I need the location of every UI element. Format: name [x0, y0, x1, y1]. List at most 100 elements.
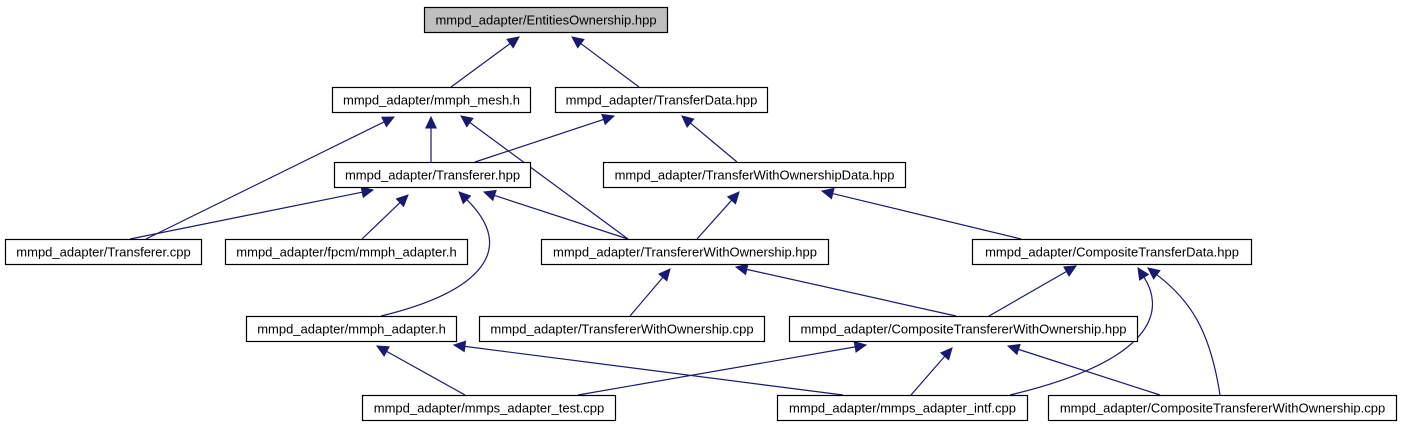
edge-line	[361, 202, 401, 240]
node-mmps-adapter-intf[interactable]: mmpd_adapter/mmps_adapter_intf.cpp	[776, 394, 1029, 422]
edge-line	[1009, 276, 1154, 396]
node-label: mmpd_adapter/mmps_adapter_intf.cpp	[789, 401, 1016, 416]
edge-arrowhead	[360, 186, 375, 199]
edge-arrowhead	[375, 345, 390, 357]
node-label: mmpd_adapter/mmph_adapter.h	[257, 322, 446, 337]
edge-mmph_mesh-to-entities_ownership	[450, 36, 520, 88]
edge-composite_transferer_with_ownership_hpp-to-composite_transfer_data	[988, 265, 1078, 317]
node-box[interactable]	[361, 394, 617, 422]
node-box[interactable]	[224, 238, 469, 266]
edge-mmps_adapter_intf-to-composite_transfer_data	[1009, 267, 1154, 396]
node-mmph-adapter[interactable]: mmpd_adapter/mmph_adapter.h	[245, 315, 458, 343]
edge-line	[629, 276, 664, 317]
edge-line	[145, 121, 385, 240]
edge-line	[474, 118, 604, 163]
edge-mmps_adapter_intf-to-mmph_adapter	[452, 340, 844, 396]
edge-mmph_adapter-to-transferer_hpp	[380, 191, 491, 317]
edge-fpcm_mmph_adapter-to-transferer_hpp	[361, 194, 409, 240]
node-label: mmpd_adapter/Transferer.hpp	[345, 168, 520, 183]
node-box[interactable]	[554, 86, 769, 114]
edge-line	[910, 355, 946, 396]
node-label: mmpd_adapter/Transferer.cpp	[16, 245, 190, 260]
node-transferer-with-ownership-hpp[interactable]: mmpd_adapter/TransfererWithOwnership.hpp	[540, 238, 830, 266]
node-composite-transferer-with-ownership-hpp[interactable]: mmpd_adapter/CompositeTransfererWithOwne…	[788, 315, 1139, 343]
node-label: mmpd_adapter/CompositeTransferData.hpp	[985, 245, 1239, 260]
edge-arrowhead	[939, 347, 953, 361]
node-box[interactable]	[602, 161, 907, 189]
node-composite-transferer-with-ownership-cpp[interactable]: mmpd_adapter/CompositeTransfererWithOwne…	[1047, 394, 1398, 422]
edge-transferer_with_ownership_hpp-to-mmph_mesh	[460, 115, 629, 240]
edge-arrowhead	[1006, 343, 1021, 356]
edge-arrowhead	[1063, 265, 1078, 277]
edge-arrowhead	[1147, 267, 1161, 280]
node-label: mmpd_adapter/CompositeTransfererWithOwne…	[800, 322, 1126, 337]
node-entities-ownership[interactable]: mmpd_adapter/EntitiesOwnership.hpp	[423, 6, 669, 34]
edge-line	[690, 122, 738, 163]
edge-line	[1156, 274, 1221, 396]
edge-arrowhead	[458, 191, 472, 205]
node-box[interactable]	[478, 315, 766, 343]
edge-arrowhead	[601, 113, 616, 126]
edge-line	[696, 199, 733, 240]
edge-arrowhead	[452, 340, 467, 353]
edge-arrowhead	[657, 268, 671, 282]
edge-composite_transferer_with_ownership_hpp-to-transferer_with_ownership_hpp	[734, 263, 957, 317]
node-box[interactable]	[245, 315, 458, 343]
node-box[interactable]	[423, 6, 669, 34]
node-composite-transfer-data[interactable]: mmpd_adapter/CompositeTransferData.hpp	[971, 238, 1253, 266]
node-label: mmpd_adapter/TransferData.hpp	[566, 93, 758, 108]
node-label: mmpd_adapter/TransfererWithOwnership.cpp	[490, 322, 753, 337]
edge-composite_transferer_with_ownership_cpp-to-composite_transferer_with_ownership_hpp	[1006, 343, 1161, 396]
edge-arrowhead	[1137, 267, 1150, 281]
node-label: mmpd_adapter/mmph_mesh.h	[343, 93, 520, 108]
node-label: mmpd_adapter/TransfererWithOwnership.hpp	[553, 245, 817, 260]
edge-transferer_with_ownership_hpp-to-transfer_with_ownership_data	[696, 191, 740, 240]
edge-line	[577, 346, 856, 396]
node-box[interactable]	[333, 161, 532, 189]
edge-composite_transferer_with_ownership_cpp-to-composite_transfer_data	[1147, 267, 1221, 396]
edge-transferer_hpp-to-transfer_data	[474, 113, 616, 163]
node-box[interactable]	[776, 394, 1029, 422]
edge-transfer_with_ownership_data-to-transfer_data	[681, 115, 738, 163]
edge-arrowhead	[482, 189, 497, 202]
edge-arrowhead	[425, 115, 437, 129]
edge-arrowhead	[395, 194, 409, 208]
node-box[interactable]	[4, 238, 203, 266]
edge-line	[129, 191, 363, 240]
edge-line	[464, 345, 844, 396]
edge-composite_transfer_data-to-transfer_with_ownership_data	[820, 187, 1022, 240]
node-mmph-mesh[interactable]: mmpd_adapter/mmph_mesh.h	[331, 86, 532, 114]
node-transfer-data[interactable]: mmpd_adapter/TransferData.hpp	[554, 86, 769, 114]
edge-arrowhead	[726, 191, 740, 205]
edge-arrowhead	[460, 115, 474, 128]
edges-layer	[129, 36, 1221, 396]
edge-line	[450, 43, 511, 88]
edge-line	[380, 199, 491, 317]
edge-arrowhead	[853, 341, 868, 353]
node-mmps-adapter-test[interactable]: mmpd_adapter/mmps_adapter_test.cpp	[361, 394, 617, 422]
node-box[interactable]	[540, 238, 830, 266]
node-box[interactable]	[1047, 394, 1398, 422]
node-transferer-with-ownership-cpp[interactable]: mmpd_adapter/TransfererWithOwnership.cpp	[478, 315, 766, 343]
node-label: mmpd_adapter/EntitiesOwnership.hpp	[435, 13, 656, 28]
edge-transferer_with_ownership_hpp-to-transferer_hpp	[482, 189, 629, 240]
node-box[interactable]	[331, 86, 532, 114]
edge-line	[1018, 348, 1161, 396]
node-label: mmpd_adapter/fpcm/mmph_adapter.h	[236, 245, 456, 260]
edge-line	[469, 122, 629, 240]
edge-mmps_adapter_test-to-mmph_adapter	[375, 345, 466, 396]
edge-mmps_adapter_test-to-composite_transferer_with_ownership_hpp	[577, 341, 868, 396]
edge-line	[988, 270, 1067, 317]
edge-line	[746, 268, 957, 317]
edge-arrowhead	[820, 187, 835, 200]
node-fpcm-mmph-adapter[interactable]: mmpd_adapter/fpcm/mmph_adapter.h	[224, 238, 469, 266]
node-box[interactable]	[971, 238, 1253, 266]
node-transferer-cpp[interactable]: mmpd_adapter/Transferer.cpp	[4, 238, 203, 266]
node-box[interactable]	[788, 315, 1139, 343]
nodes-layer: mmpd_adapter/EntitiesOwnership.hpp mmpd_a…	[4, 6, 1398, 422]
node-transferer-hpp[interactable]: mmpd_adapter/Transferer.hpp	[333, 161, 532, 189]
node-transfer-with-ownership-data[interactable]: mmpd_adapter/TransferWithOwnershipData.h…	[602, 161, 907, 189]
edge-mmps_adapter_intf-to-composite_transferer_with_ownership_hpp	[910, 347, 953, 396]
edge-line	[832, 192, 1022, 240]
